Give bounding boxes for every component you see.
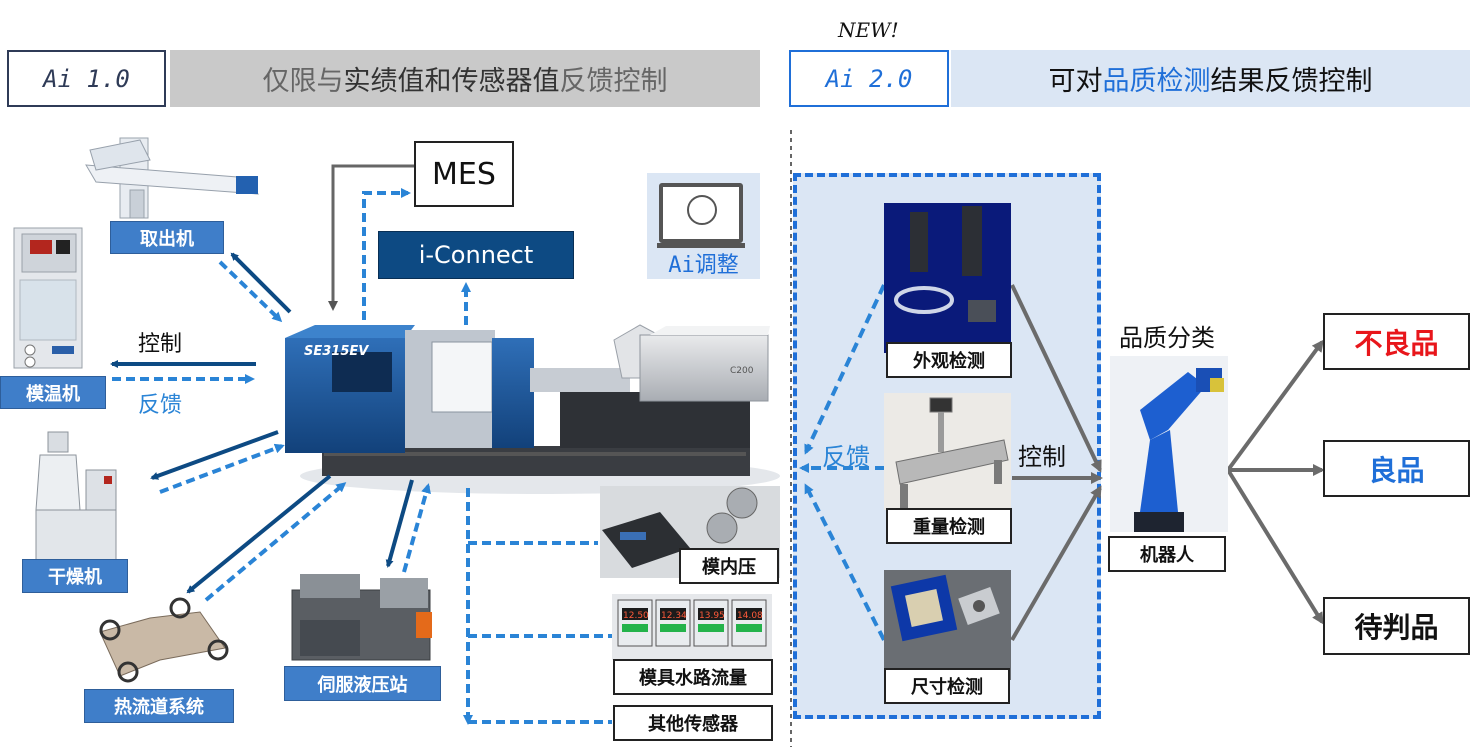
ai-tune-label: Ai调整 — [668, 253, 739, 278]
ai2-header-text-2: 品质检测 — [1102, 66, 1211, 97]
left-control-label: 控制 — [138, 332, 183, 357]
hot-runner-label: 热流道系统 — [84, 689, 234, 723]
flow-value-1: 12.50 — [623, 611, 649, 621]
machine-model-label: SE315EV — [304, 344, 369, 359]
ai1-version-box: Ai 1.0 — [7, 50, 166, 107]
ai-brain-icon — [687, 195, 717, 225]
take-out-robot-graphic — [85, 137, 259, 219]
servo-hydraulic-graphic — [291, 574, 432, 661]
ai1-header-bar: 仅限与 实绩值和传感器值 反馈控制 — [170, 50, 760, 107]
controller-label: C200 — [730, 366, 754, 376]
ai-tune-panel: Ai调整 — [647, 173, 760, 279]
flow-value-3: 13.95 — [699, 611, 725, 621]
ai1-header-text-3: 反馈控制 — [559, 66, 668, 97]
water-flow-display-graphic: 12.50 12.34 13.95 14.08 — [612, 594, 772, 660]
ai2-header-text-1: 可对 — [1048, 66, 1103, 97]
mes-box: MES — [414, 141, 514, 207]
dimension-inspection-label: 尺寸检测 — [884, 668, 1010, 704]
ai2-version-box: Ai 2.0 — [789, 50, 949, 107]
right-control-label: 控制 — [1018, 443, 1066, 471]
industrial-robot-graphic — [1110, 356, 1228, 532]
new-badge: NEW! — [838, 18, 899, 42]
sensor-other: 其他传感器 — [613, 705, 773, 741]
flow-value-2: 12.34 — [661, 611, 687, 621]
sensor-cavity-pressure: 模内压 — [679, 548, 779, 584]
ai-brain-monitor-icon — [657, 183, 745, 248]
left-feedback-label: 反馈 — [138, 393, 183, 418]
injection-machine-graphic: C200 SE315EV — [285, 324, 780, 494]
appearance-inspection-graphic — [884, 203, 1011, 353]
result-good: 良品 — [1323, 440, 1470, 497]
weight-inspection-graphic — [884, 393, 1011, 510]
ai1-header-text-1: 仅限与 — [262, 66, 344, 97]
iconnect-box: i-Connect — [378, 231, 574, 279]
dryer-graphic — [35, 431, 117, 561]
take-out-robot-label: 取出机 — [110, 221, 224, 254]
ai2-header-bar: 可对 品质检测 结果反馈控制 — [951, 50, 1470, 107]
weight-inspection-label: 重量检测 — [886, 508, 1012, 544]
quality-sort-label: 品质分类 — [1119, 324, 1215, 352]
appearance-inspection-label: 外观检测 — [886, 342, 1012, 378]
servo-hydraulic-label: 伺服液压站 — [284, 666, 441, 701]
mold-temp-controller-graphic — [13, 227, 83, 369]
dryer-label: 干燥机 — [22, 559, 128, 593]
dimension-inspection-graphic — [884, 570, 1011, 680]
ai2-header-text-3: 结果反馈控制 — [1210, 66, 1373, 97]
sensor-mold-water-flow: 模具水路流量 — [613, 659, 773, 695]
hot-runner-graphic — [99, 597, 229, 683]
result-defective: 不良品 — [1323, 313, 1470, 370]
mold-temp-controller-label: 模温机 — [0, 376, 106, 409]
ai1-header-text-2: 实绩值和传感器值 — [343, 66, 560, 97]
robot-label: 机器人 — [1108, 536, 1226, 572]
right-feedback-label: 反馈 — [822, 443, 870, 471]
result-pending: 待判品 — [1323, 597, 1470, 655]
flow-value-4: 14.08 — [737, 611, 763, 621]
